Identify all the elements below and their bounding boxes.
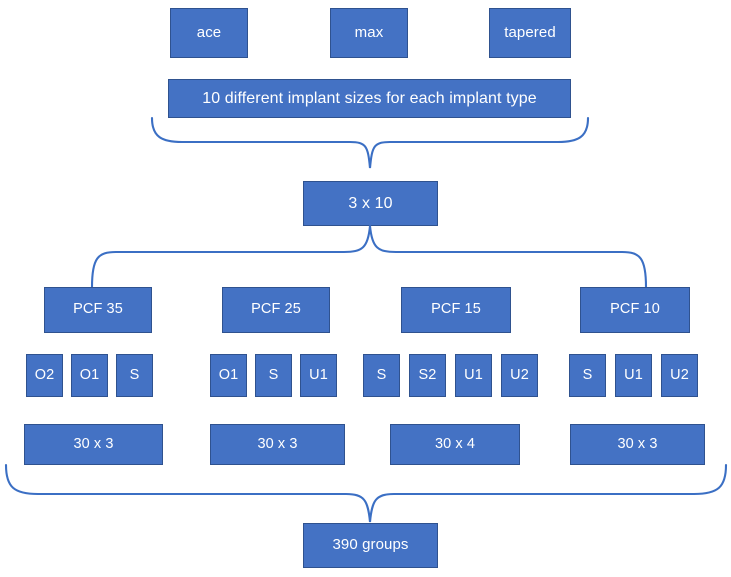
implant-type-box-max: max: [330, 8, 408, 58]
pcf-item-box-0-1: O1: [71, 354, 108, 397]
pcf-item-box-3-2: U2: [661, 354, 698, 397]
pcf-item-box-1-2: U1: [300, 354, 337, 397]
total-groups-box: 390 groups: [303, 523, 438, 568]
pcf-group-header-0: PCF 35: [44, 287, 152, 333]
pcf-item-box-0-0: O2: [26, 354, 63, 397]
pcf-group-header-1: PCF 25: [222, 287, 330, 333]
pcf-item-box-3-1: U1: [615, 354, 652, 397]
pcf-group-count-2: 30 x 4: [390, 424, 520, 465]
implant-type-box-ace: ace: [170, 8, 248, 58]
multiplier-box: 3 x 10: [303, 181, 438, 226]
pcf-group-count-0: 30 x 3: [24, 424, 163, 465]
pcf-item-box-1-0: O1: [210, 354, 247, 397]
pcf-item-box-2-3: U2: [501, 354, 538, 397]
pcf-item-box-2-0: S: [363, 354, 400, 397]
implant-sizes-note-box: 10 different implant sizes for each impl…: [168, 79, 571, 118]
pcf-item-box-1-1: S: [255, 354, 292, 397]
pcf-item-box-0-2: S: [116, 354, 153, 397]
pcf-item-box-3-0: S: [569, 354, 606, 397]
pcf-item-box-2-2: U1: [455, 354, 492, 397]
implant-type-box-tapered: tapered: [489, 8, 571, 58]
pcf-group-count-1: 30 x 3: [210, 424, 345, 465]
pcf-group-header-2: PCF 15: [401, 287, 511, 333]
pcf-group-header-3: PCF 10: [580, 287, 690, 333]
pcf-item-box-2-1: S2: [409, 354, 446, 397]
pcf-group-count-3: 30 x 3: [570, 424, 705, 465]
